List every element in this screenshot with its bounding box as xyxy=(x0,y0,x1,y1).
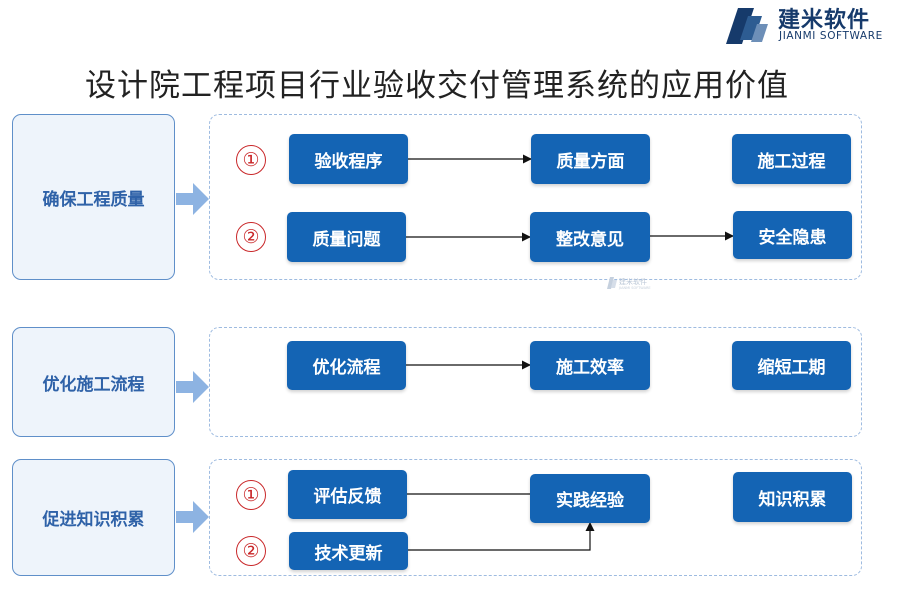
node-knowledge-accumulation: 知识积累 xyxy=(733,472,852,522)
watermark-subtext: JIANMI SOFTWARE xyxy=(619,286,651,290)
section-label-process: 优化施工流程 xyxy=(12,327,175,437)
watermark-logo-icon xyxy=(607,277,617,289)
connector-arrow xyxy=(408,522,595,551)
node-evaluation-feedback: 评估反馈 xyxy=(288,470,407,519)
brand-logo-icon xyxy=(726,8,768,44)
step-number: ② xyxy=(236,536,266,566)
section-container-quality xyxy=(209,114,862,280)
node-quality-aspect: 质量方面 xyxy=(531,134,650,184)
block-arrow-icon xyxy=(176,183,209,215)
node-quality-issue: 质量问题 xyxy=(287,212,406,262)
page-title: 设计院工程项目行业验收交付管理系统的应用价值 xyxy=(85,68,789,104)
node-construction-efficiency: 施工效率 xyxy=(530,341,650,390)
node-practical-experience: 实践经验 xyxy=(530,474,650,523)
node-construction-process: 施工过程 xyxy=(732,134,851,184)
block-arrow-icon xyxy=(176,371,209,403)
brand-name-cn: 建米软件 xyxy=(778,8,871,33)
step-number: ② xyxy=(236,222,266,252)
watermark-text: 建米软件 xyxy=(619,278,647,286)
node-acceptance-procedure: 验收程序 xyxy=(289,134,408,184)
node-technology-update: 技术更新 xyxy=(289,532,408,570)
node-safety-hazard: 安全隐患 xyxy=(733,211,852,259)
section-label-quality: 确保工程质量 xyxy=(12,114,175,280)
node-optimize-process: 优化流程 xyxy=(287,341,406,390)
step-number: ① xyxy=(236,145,266,175)
section-container-process xyxy=(209,327,862,437)
node-shorten-schedule: 缩短工期 xyxy=(732,341,851,390)
brand-name-en: JIANMI SOFTWARE xyxy=(779,30,883,42)
section-label-knowledge: 促进知识积累 xyxy=(12,459,175,576)
block-arrow-icon xyxy=(176,501,209,533)
section-container-knowledge xyxy=(209,459,862,576)
step-number: ① xyxy=(236,480,266,510)
node-rectification-opinion: 整改意见 xyxy=(530,212,650,262)
